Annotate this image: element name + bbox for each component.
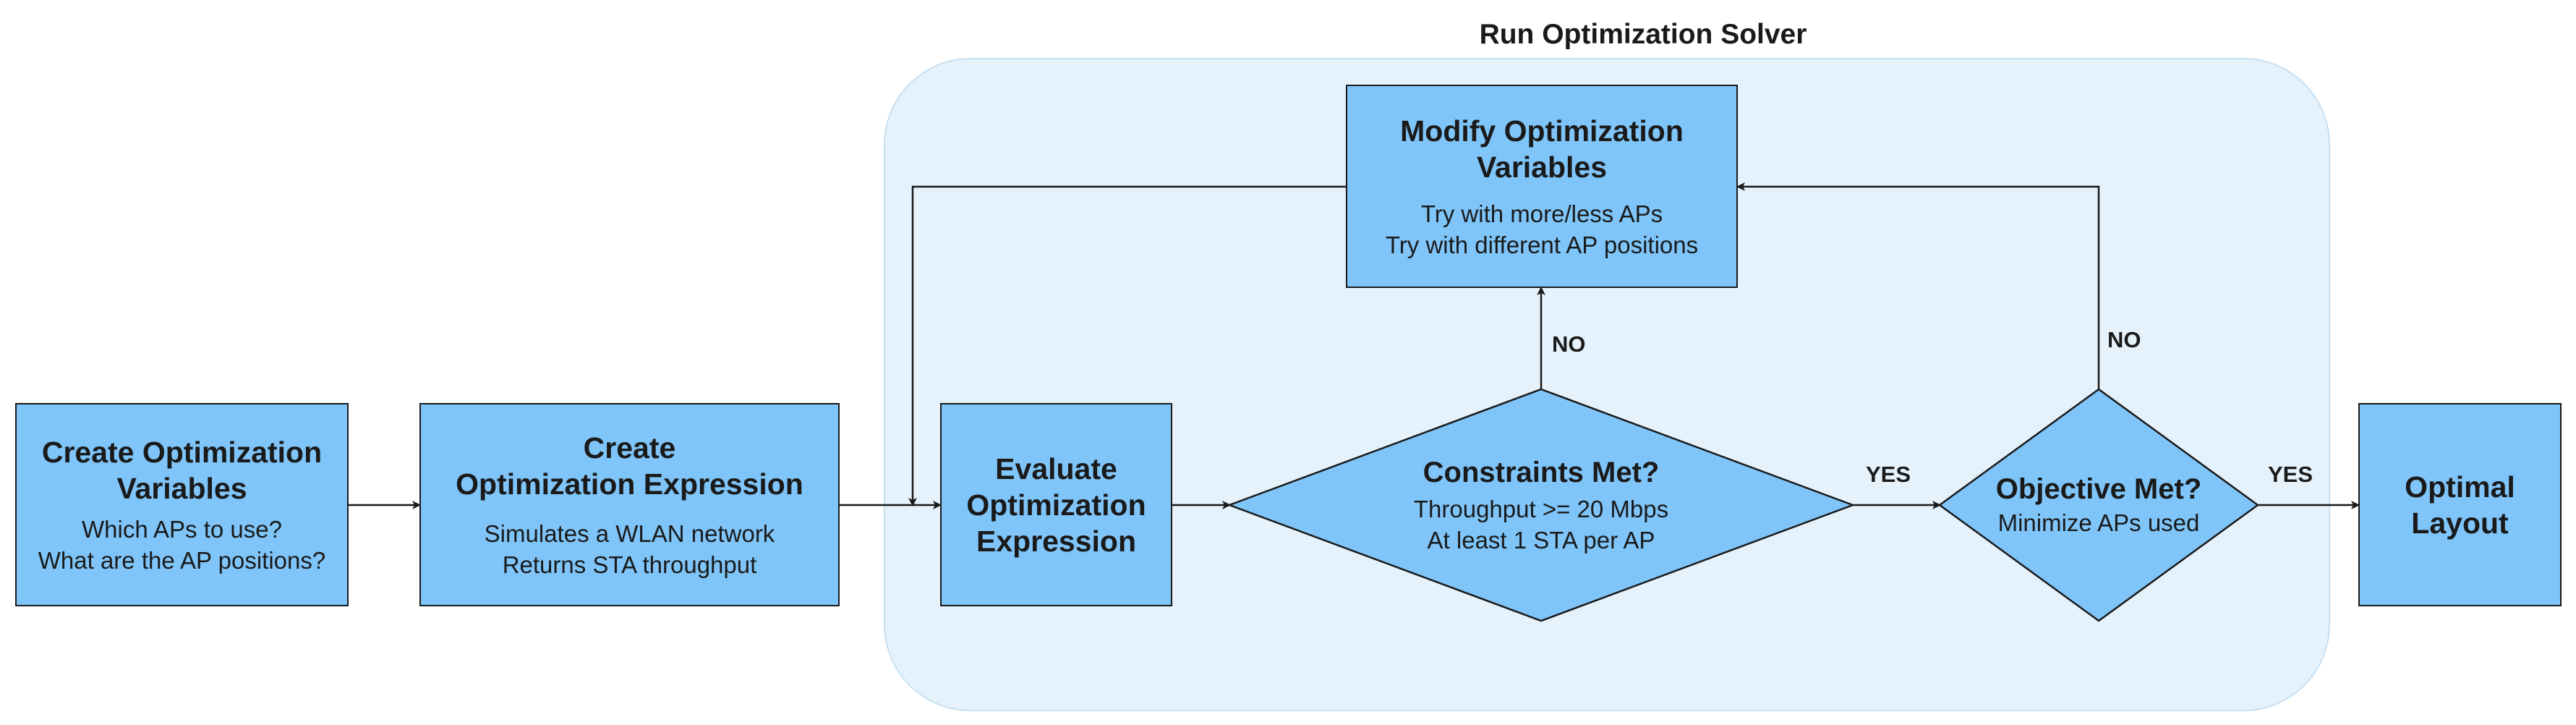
create-expression-details: Simulates a WLAN network Returns STA thr… — [485, 518, 775, 580]
objective-details: Minimize APs used — [1954, 507, 2243, 538]
create-expression-title-line-1: Create — [583, 431, 676, 465]
edge-modify-to-evaluate — [908, 185, 1346, 506]
create-expression-line-1: Simulates a WLAN network — [484, 520, 775, 547]
optimal-layout-title: Optimal Layout — [2405, 470, 2515, 540]
constraints-title: Constraints Met? — [1423, 457, 1660, 488]
constraints-line-2: At least 1 STA per AP — [1427, 527, 1655, 554]
solver-group-title: Run Optimization Solver — [1479, 19, 1807, 50]
modify-variables-node: Modify Optimization Variables Try with m… — [1346, 85, 1738, 288]
objective-line-1: Minimize APs used — [1997, 509, 2200, 536]
create-expression-line-2: Returns STA throughput — [502, 551, 757, 578]
constraints-line-1: Throughput >= 20 Mbps — [1413, 496, 1669, 522]
objective-no-label: NO — [2107, 327, 2141, 352]
constraints-no-label: NO — [1552, 331, 1586, 357]
constraints-diamond — [1227, 388, 1856, 622]
create-variables-line-1: Which APs to use? — [82, 515, 282, 543]
create-variables-line-2: What are the AP positions? — [38, 546, 326, 574]
optimal-layout-node: Optimal Layout — [2358, 403, 2562, 606]
objective-yes-label: YES — [2268, 462, 2313, 487]
objective-text: Objective Met? Minimize APs used — [1954, 471, 2243, 538]
modify-variables-line-1: Try with more/less APs — [1420, 200, 1663, 227]
objective-title: Objective Met? — [1995, 473, 2202, 505]
create-variables-node: Create Optimization Variables Which APs … — [15, 403, 349, 606]
constraints-text: Constraints Met? Throughput >= 20 Mbps A… — [1323, 454, 1759, 556]
create-variables-title: Create Optimization Variables — [41, 435, 323, 505]
evaluate-expression-title: Evaluate Optimization Expression — [966, 451, 1146, 558]
modify-variables-title: Modify Optimization Variables — [1400, 114, 1684, 184]
edge-objective-no-to-modify — [1736, 182, 2100, 389]
modify-variables-details: Try with more/less APs Try with differen… — [1386, 198, 1698, 260]
evaluate-expression-node: Evaluate Optimization Expression — [940, 403, 1172, 606]
constraints-details: Throughput >= 20 Mbps At least 1 STA per… — [1323, 493, 1759, 556]
modify-variables-line-2: Try with different AP positions — [1385, 231, 1699, 258]
create-expression-node: Create Optimization Expression Simulates… — [419, 403, 840, 606]
create-expression-title: Create Optimization Expression — [456, 430, 803, 502]
create-variables-details: Which APs to use? What are the AP positi… — [38, 514, 325, 576]
constraints-yes-label: YES — [1866, 462, 1911, 487]
objective-diamond — [1937, 388, 2260, 622]
create-expression-title-line-2: Optimization Expression — [456, 467, 803, 501]
